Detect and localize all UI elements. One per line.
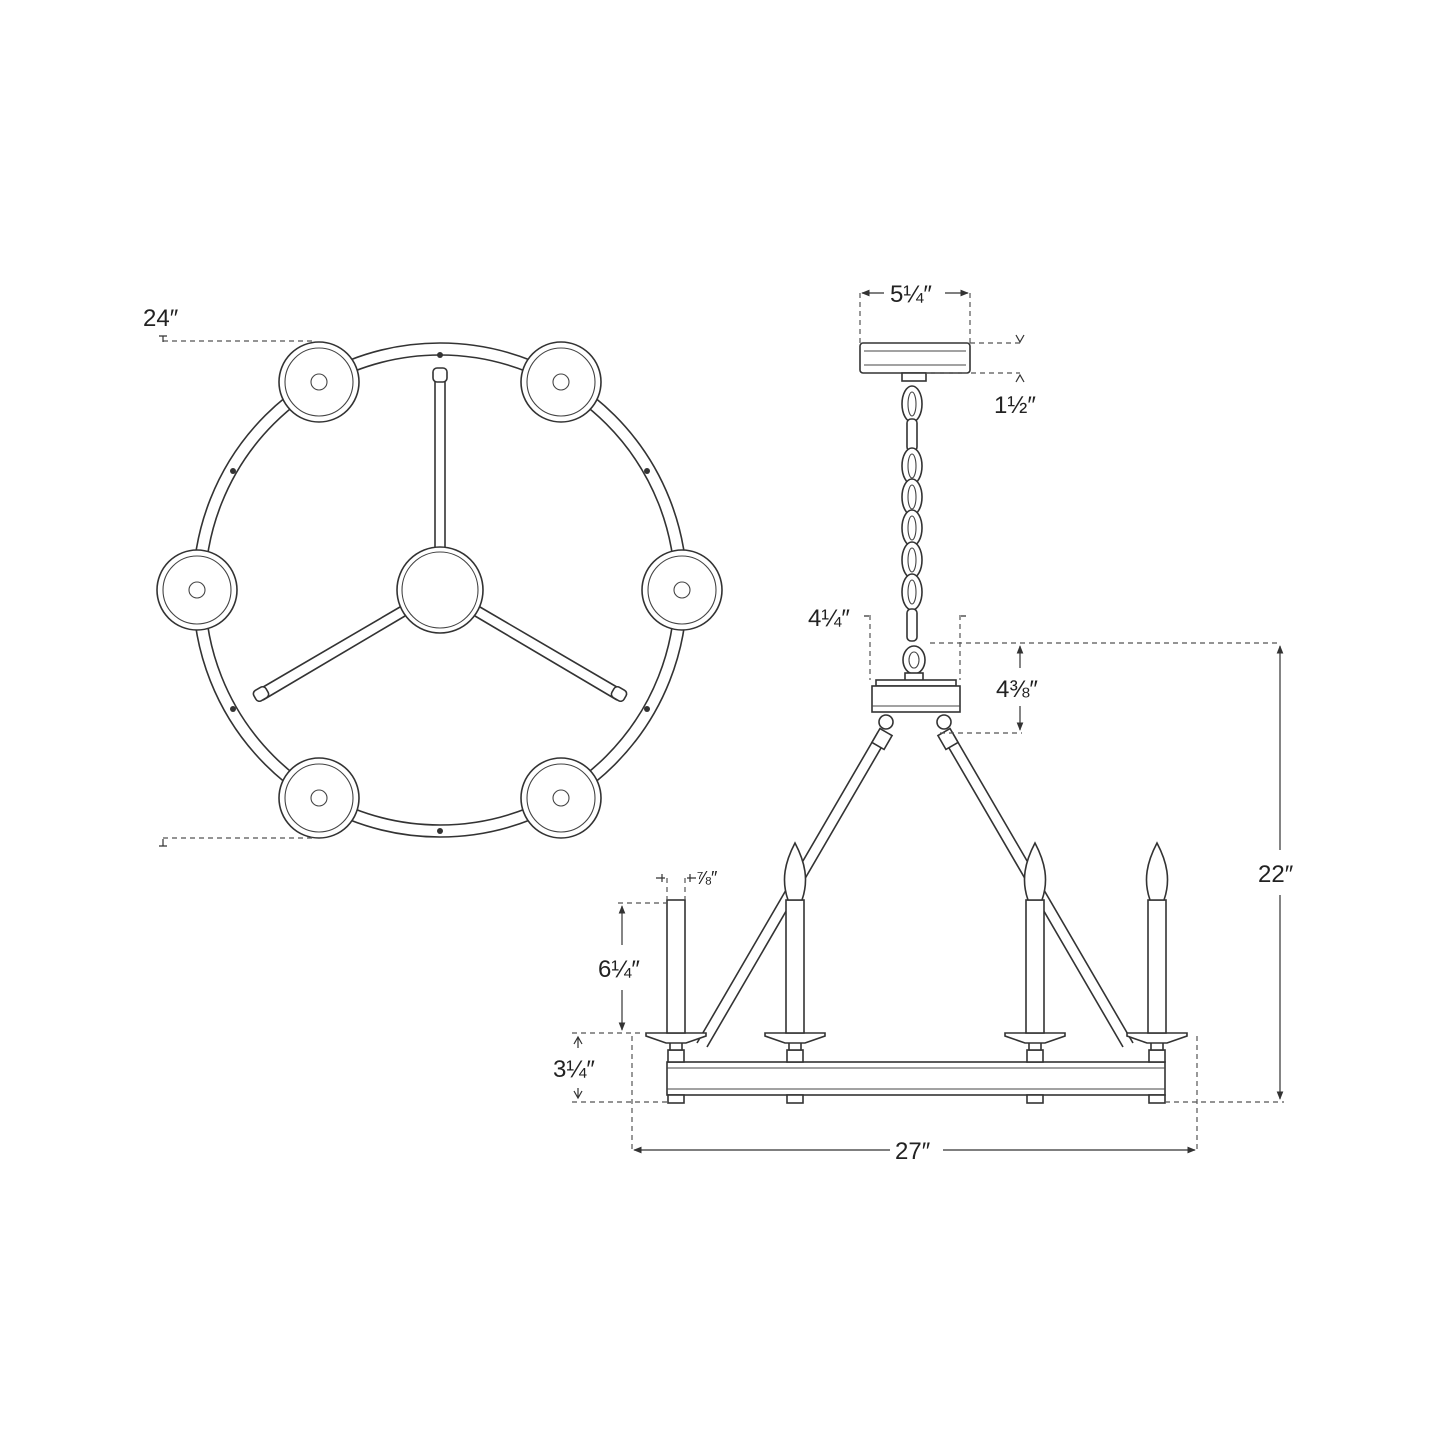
- canopy-width-label: 5¼″: [890, 281, 932, 308]
- chain-link: [906, 418, 918, 452]
- hub: [871, 645, 961, 730]
- candle-width-label: ⅞″: [696, 868, 718, 888]
- chain-link: [901, 385, 923, 423]
- canopy: [859, 342, 971, 382]
- base-height-label: 3¼″: [553, 1056, 595, 1083]
- hub-height-dimension: 4⅜″: [930, 642, 1280, 734]
- candle: [645, 899, 707, 1104]
- diameter-dimension: 24″: [143, 305, 312, 847]
- diameter-label: 24″: [143, 305, 179, 332]
- chain-link: [906, 608, 918, 642]
- candle-cup: [278, 757, 360, 839]
- candles: [645, 841, 1188, 1104]
- candle: [1126, 841, 1188, 1104]
- center-hub: [396, 546, 484, 634]
- candle: [1004, 841, 1066, 1104]
- hub-height-label: 4⅜″: [996, 676, 1038, 703]
- side-view: 5¼″ 1½″ 4¼″ 4⅜″ 22″: [553, 281, 1294, 1165]
- canopy-width-dimension: 5¼″: [859, 281, 971, 343]
- hub-width-dimension: 4¼″: [808, 605, 966, 680]
- candle-cup: [278, 341, 360, 423]
- candle-height-label: 6¼″: [598, 956, 640, 983]
- candle-cup: [520, 341, 602, 423]
- candle-cup: [156, 549, 238, 631]
- top-view: 24″: [143, 305, 723, 847]
- bulb: [1023, 841, 1047, 901]
- candle: [764, 841, 826, 1104]
- overall-width-dimension: 27″: [631, 1036, 1198, 1165]
- canopy-height-label: 1½″: [994, 392, 1036, 419]
- base-height-dimension: 3¼″: [553, 1032, 667, 1103]
- overall-height-dimension: 22″: [1165, 645, 1294, 1103]
- candle-width-dimension: ⅞″: [656, 868, 718, 900]
- chain: [901, 385, 923, 642]
- hub-width-label: 4¼″: [808, 605, 850, 632]
- candle-cup: [641, 549, 723, 631]
- candle-height-dimension: 6¼″: [598, 902, 667, 1031]
- overall-width-label: 27″: [895, 1138, 931, 1165]
- chain-link: [901, 447, 923, 485]
- chain-link: [901, 573, 923, 611]
- support-arms: [230, 352, 650, 834]
- candle-cups: [156, 341, 723, 839]
- chain-link: [901, 541, 923, 579]
- support-arms-side: [696, 727, 1134, 1048]
- chain-link: [901, 509, 923, 547]
- overall-height-label: 22″: [1258, 861, 1294, 888]
- candle-cup: [520, 757, 602, 839]
- base-ring: [666, 1061, 1166, 1096]
- canopy-height-dimension: 1½″: [926, 334, 1036, 419]
- bulb: [1145, 841, 1169, 901]
- bulb: [783, 841, 807, 901]
